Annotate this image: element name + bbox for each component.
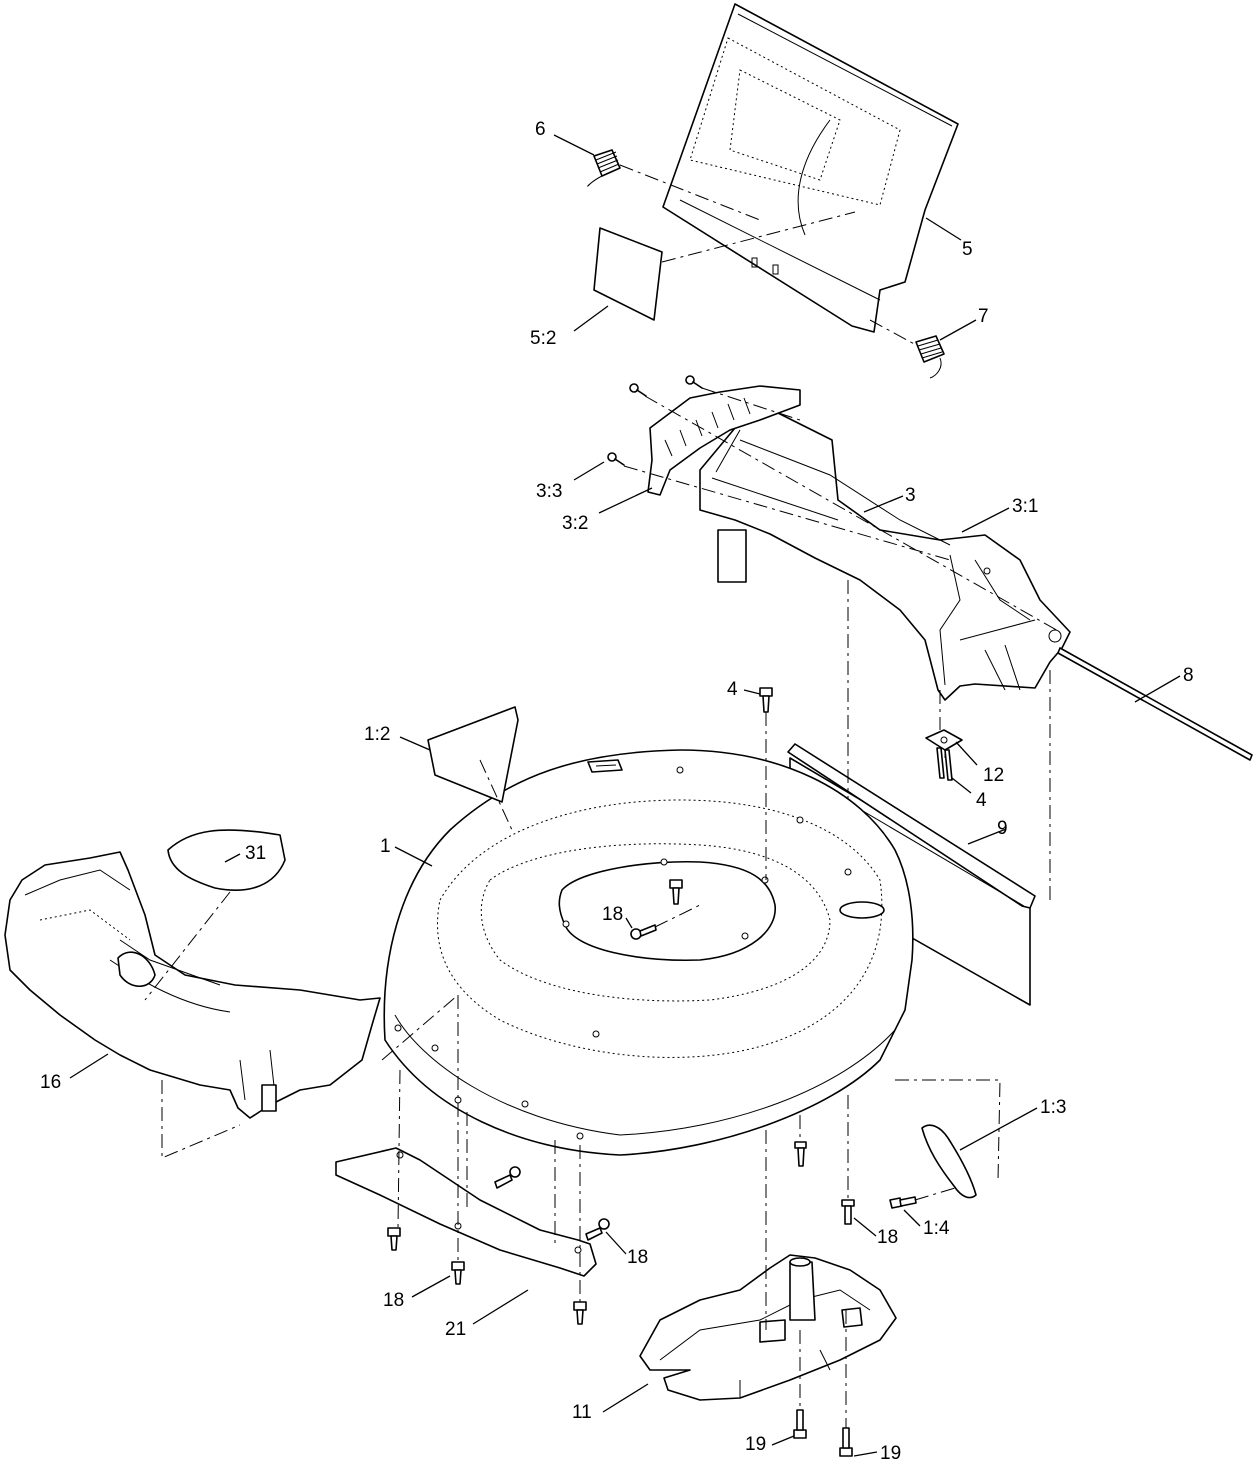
callout-5: 5: [962, 239, 973, 260]
label-plate-part: [593, 227, 663, 321]
bolt-18-lower-center: [794, 1141, 807, 1167]
discharge-chute-part: [4, 851, 381, 1119]
callout-21: 21: [445, 1319, 466, 1340]
spring-7-part: [915, 335, 945, 379]
callout-18-left: 18: [383, 1290, 404, 1311]
callout-16: 16: [40, 1072, 61, 1093]
handle-bracket-part: [699, 409, 1071, 701]
grass-bag-part: [662, 3, 959, 333]
bolt-4-pair: [936, 747, 953, 781]
callout-18-right: 18: [877, 1227, 898, 1248]
bolt-18-baffle-a: [387, 1227, 401, 1251]
chute-cover-part: [167, 829, 286, 891]
callout-5-2: 5:2: [530, 328, 556, 349]
bolt-18-center-upper: [669, 879, 683, 905]
bolt-18-baffle-d: [494, 1166, 521, 1189]
bolt-3-3-top-left: [629, 383, 647, 397]
bolt-18-baffle-c: [573, 1301, 587, 1325]
callout-7: 7: [978, 306, 989, 327]
bolt-18-center-lower: [630, 924, 657, 940]
callout-18-center: 18: [602, 904, 623, 925]
spring-6-part: [587, 149, 621, 187]
side-plate-part: [647, 385, 801, 496]
bolt-19-left: [793, 1409, 807, 1439]
callout-19-left: 19: [745, 1434, 766, 1455]
callout-labels: 6 5 5:2 7 3:3 3:2 3 3:1 8 4 12 4 1:2 9 1…: [40, 119, 1194, 1464]
mulch-plug-part: [921, 1124, 977, 1199]
callout-11: 11: [572, 1402, 592, 1423]
bolt-4-top: [759, 687, 773, 713]
callout-1-4: 1:4: [923, 1218, 950, 1239]
callout-4-top: 4: [727, 679, 738, 700]
screw-1-4: [889, 1196, 917, 1209]
callout-1-3: 1:3: [1040, 1097, 1066, 1118]
callout-3: 3: [905, 485, 916, 506]
callout-9: 9: [997, 818, 1008, 839]
mower-deck-part: [383, 749, 914, 1156]
callout-19-right: 19: [880, 1443, 901, 1464]
bolt-18-lower-right: [841, 1199, 855, 1225]
rod-part: [1057, 647, 1253, 761]
leader-lines: [69, 134, 1181, 1457]
mulch-baffle-part: [639, 1254, 897, 1401]
callout-6: 6: [535, 119, 546, 140]
callout-4-right: 4: [976, 790, 987, 811]
callout-1: 1: [380, 836, 391, 857]
bolt-3-3-lower: [607, 452, 625, 466]
callout-3-2: 3:2: [562, 513, 588, 534]
bolt-19-right: [839, 1427, 853, 1457]
callout-1-2: 1:2: [364, 724, 390, 745]
callout-8: 8: [1183, 665, 1194, 686]
small-bracket-part: [925, 729, 963, 758]
callout-3-1: 3:1: [1012, 496, 1038, 517]
bolt-3-3-top-right: [685, 375, 703, 389]
bolt-18-baffle-b: [451, 1261, 465, 1285]
callout-3-3: 3:3: [536, 481, 562, 502]
baffle-part: [335, 1147, 597, 1277]
callout-31: 31: [245, 843, 266, 864]
deflector-plate-part: [427, 706, 519, 803]
bolt-18-baffle-e: [585, 1218, 610, 1241]
callout-12: 12: [983, 765, 1004, 786]
callout-18-mid: 18: [627, 1247, 648, 1268]
